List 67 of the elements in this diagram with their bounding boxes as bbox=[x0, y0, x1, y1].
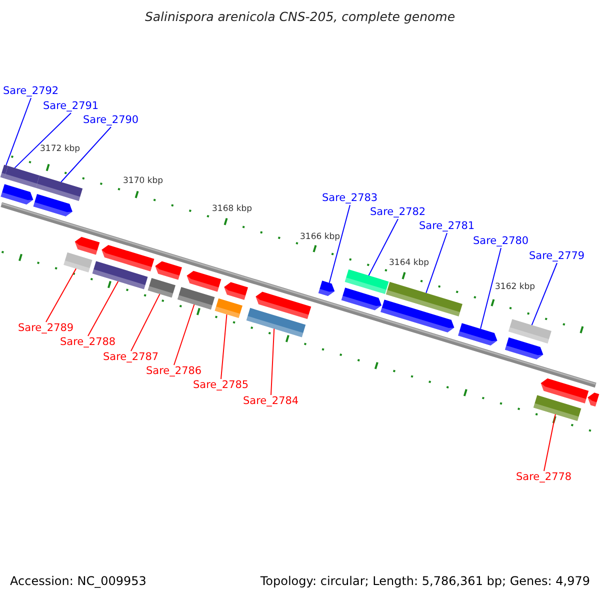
gene-label: Sare_2785 bbox=[193, 379, 249, 392]
leader-line bbox=[174, 304, 195, 366]
footer-text: Accession: NC_009953 bbox=[10, 574, 146, 588]
gene-block-pointed bbox=[540, 378, 589, 404]
gene-block bbox=[508, 319, 552, 344]
gene-label: Sare_2786 bbox=[146, 365, 202, 378]
leader-line bbox=[368, 218, 398, 276]
gene-label: Sare_2787 bbox=[103, 351, 159, 364]
gene-block-pointed bbox=[155, 261, 182, 280]
leader-line bbox=[14, 112, 72, 168]
gene-label: Sare_2780 bbox=[473, 235, 529, 248]
leader-line bbox=[46, 268, 77, 322]
gene-block-pointed bbox=[74, 236, 100, 255]
leader-line bbox=[531, 262, 558, 326]
gene-block bbox=[4, 166, 40, 188]
gene-block-pointed bbox=[256, 292, 312, 320]
leader-line bbox=[270, 328, 275, 396]
gene-label: Sare_2782 bbox=[370, 206, 426, 219]
gene-block bbox=[148, 278, 176, 298]
gene-label: Sare_2778 bbox=[516, 471, 572, 484]
gene-block-pointed bbox=[0, 184, 34, 204]
gene-label: Sare_2784 bbox=[243, 395, 299, 408]
leader-line bbox=[88, 280, 119, 336]
gene-block-pointed bbox=[380, 300, 454, 332]
gene-block-pointed bbox=[186, 270, 222, 292]
gene-block bbox=[36, 175, 83, 201]
gene-block bbox=[64, 252, 92, 272]
gene-block bbox=[246, 308, 306, 338]
leader-line bbox=[480, 248, 502, 330]
gene-block bbox=[386, 282, 462, 316]
gene-block bbox=[344, 269, 389, 294]
scale-label: 3162 kbp bbox=[495, 282, 536, 292]
scale-label: 3172 kbp bbox=[40, 144, 80, 154]
gene-block bbox=[533, 395, 582, 421]
leader-line bbox=[328, 204, 350, 284]
gene-block-pointed bbox=[341, 288, 382, 310]
leader-line bbox=[6, 98, 32, 166]
gene-block-pointed bbox=[224, 282, 248, 300]
leader-line bbox=[544, 414, 556, 472]
gene-label: Sare_2790 bbox=[83, 114, 139, 127]
leader-line bbox=[220, 314, 228, 380]
gene-label: Sare_2781 bbox=[419, 220, 475, 233]
gene-label: Sare_2788 bbox=[60, 336, 116, 349]
gene-block bbox=[214, 298, 242, 318]
gene-block-pointed bbox=[102, 244, 154, 272]
scale-label: 3168 kbp bbox=[212, 204, 252, 214]
scale-label: 3166 kbp bbox=[300, 232, 340, 242]
gene-label: Sare_2783 bbox=[322, 192, 378, 205]
scale-label: 3164 kbp bbox=[389, 258, 430, 268]
gene-block bbox=[92, 261, 148, 290]
leader-line bbox=[426, 232, 448, 294]
gene-block-pointed bbox=[588, 392, 600, 407]
gene-block-pointed bbox=[318, 280, 335, 296]
leader-line bbox=[60, 126, 112, 183]
gene-block-pointed bbox=[504, 337, 544, 360]
scale-label: 3170 kbp bbox=[123, 176, 164, 186]
gene-label: Sare_2792 bbox=[3, 85, 59, 98]
gene-label: Sare_2779 bbox=[529, 250, 585, 263]
gene-block bbox=[177, 287, 215, 310]
leader-line bbox=[130, 294, 160, 352]
gene-label: Sare_2791 bbox=[43, 100, 99, 113]
footer-text: Topology: circular; Length: 5,786,361 bp; Genes: 4,979 bbox=[260, 574, 590, 588]
gene-block bbox=[0, 164, 8, 178]
gene-block-pointed bbox=[33, 194, 72, 216]
gene-block-pointed bbox=[458, 323, 498, 346]
gene-label: Sare_2789 bbox=[18, 322, 74, 335]
diagram-title: Salinispora arenicola CNS-205, complete genome bbox=[144, 9, 456, 24]
